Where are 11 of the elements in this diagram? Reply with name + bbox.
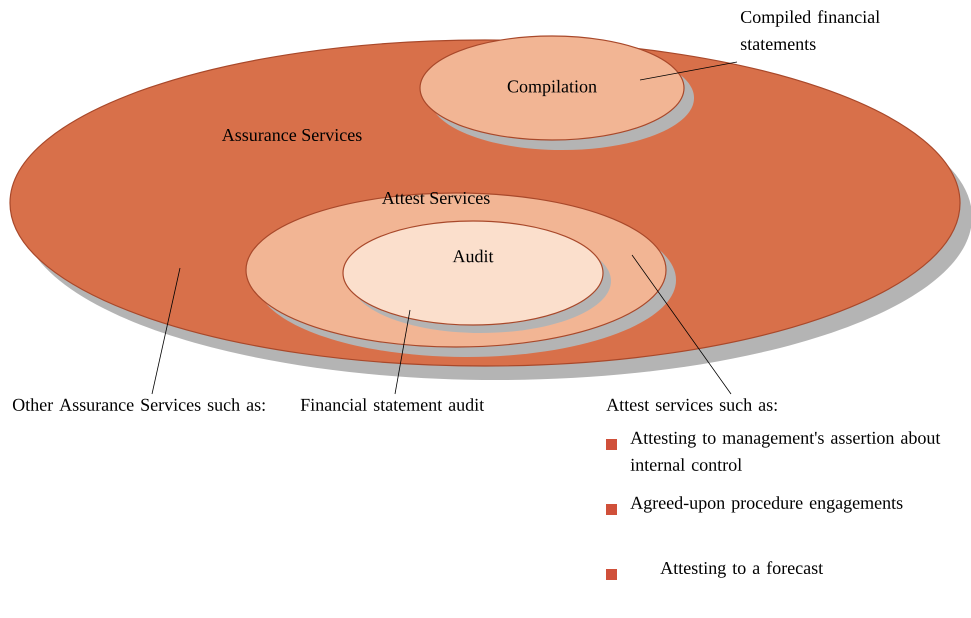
callout-text: Other Assurance Services such as: (12, 398, 265, 411)
callout-text: Financial statement audit (300, 398, 484, 411)
ellipse-region: Audit (342, 220, 604, 326)
bullet-item: Agreed-upon procedure engagements (606, 496, 902, 515)
bullet-item: Attesting to management's assertion about internal control (606, 431, 940, 471)
ellipse-region: Compilation (419, 35, 685, 141)
bullet-item: Attesting to a forecast (606, 561, 824, 580)
callout-text: Attest services such as: (606, 398, 777, 411)
leader-line (152, 268, 180, 394)
leader-line (394, 310, 410, 394)
leader-line (632, 254, 732, 394)
